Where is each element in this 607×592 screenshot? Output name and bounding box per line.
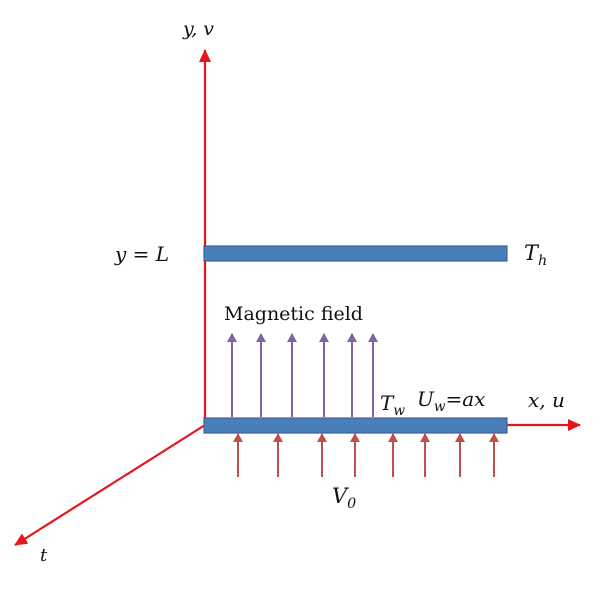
magnetic-field-arrows (227, 333, 378, 417)
th-main: T (524, 241, 539, 265)
tw-sub: w (393, 402, 405, 419)
top-plate-temperature-label: Th (524, 241, 547, 269)
uw-rest: =ax (445, 387, 486, 411)
th-sub: h (538, 252, 548, 269)
uw-sub: w (433, 398, 446, 415)
suction-velocity-label: V0 (332, 484, 356, 512)
bottom-plate (203, 417, 508, 434)
suction-arrows (233, 433, 499, 477)
v0-sub: 0 (347, 495, 357, 512)
tw-main: T (380, 391, 394, 415)
v0-main: V (332, 484, 348, 508)
x-axis-label: x, u (528, 388, 565, 412)
t-axis (14, 424, 206, 546)
top-plate-position-label: y = L (115, 242, 170, 266)
top-plate (203, 245, 508, 262)
stretching-velocity-label: Uw=ax (417, 387, 486, 414)
y-axis-label: y, v (183, 18, 215, 40)
bottom-plate-temperature-label: Tw (380, 391, 405, 418)
magnetic-field-label: Magnetic field (224, 303, 363, 325)
uw-main: U (417, 387, 434, 411)
t-axis-label: t (40, 545, 48, 566)
